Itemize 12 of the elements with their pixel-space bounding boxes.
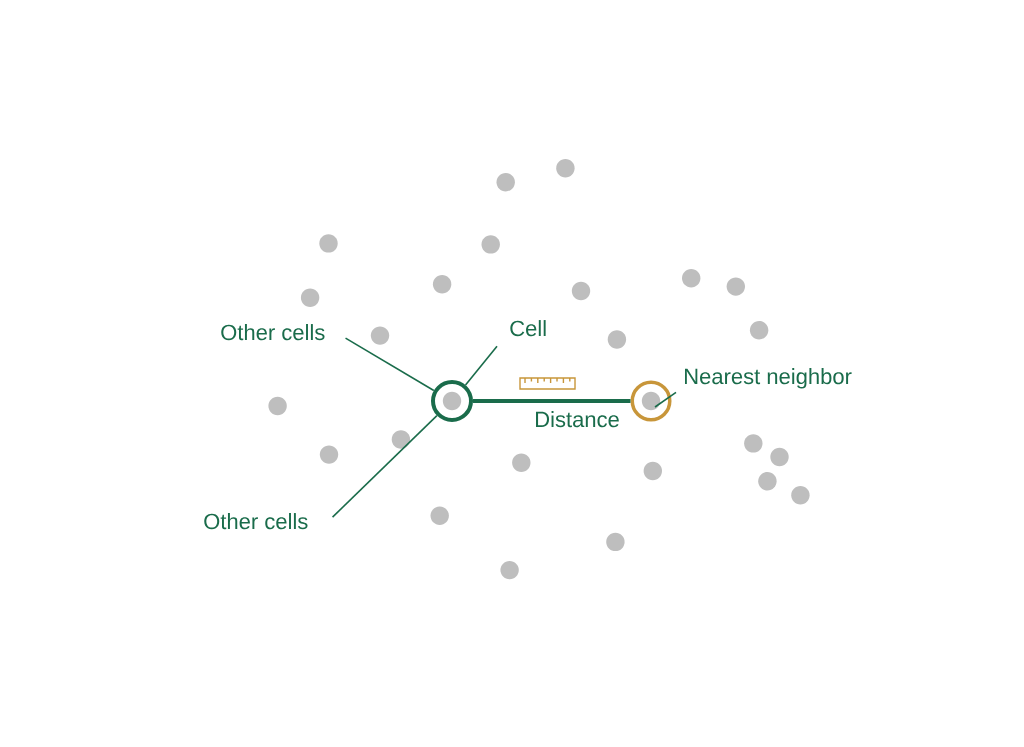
leader-line: [464, 345, 498, 386]
leader-line: [654, 391, 677, 408]
leader-line: [344, 337, 435, 392]
callout-label: Cell: [510, 320, 546, 337]
measure-line: [473, 399, 631, 403]
edge-label: Distance: [533, 410, 621, 429]
callout-label: Nearest neighbor: [685, 368, 852, 389]
leader-line: [331, 414, 438, 518]
callout-label: Other cells: [221, 324, 325, 341]
highlight-ring: [630, 380, 672, 422]
callout-label: Other cells: [204, 513, 308, 530]
highlight-ring: [431, 380, 473, 422]
